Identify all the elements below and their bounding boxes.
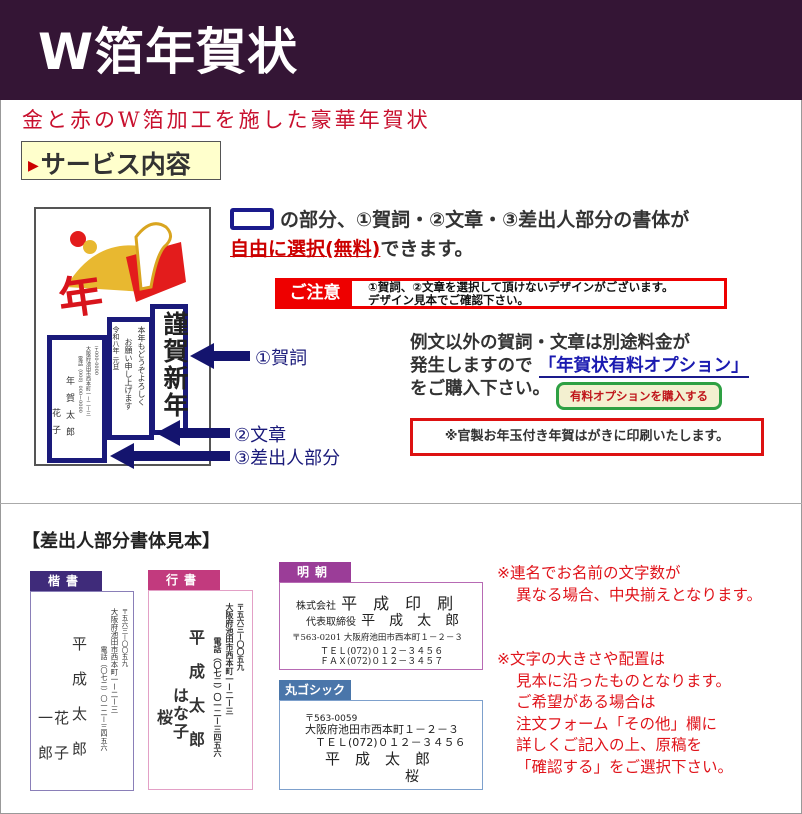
kaisho-sample: 〒五六三ー〇〇五九 大阪府池田市西本町一ー二ー三 電話（〇七二）〇一二ー三四五六…	[30, 591, 134, 791]
sample-phone: 電話（〇七二）〇一二ー三四五六	[213, 637, 223, 757]
sample-name: 桜	[154, 709, 173, 725]
samples-heading: 【差出人部分書体見本】	[22, 531, 220, 552]
free-select-link: 自由に選択(無料)	[230, 238, 381, 260]
label-greeting: ①賀詞	[255, 348, 308, 369]
sender-name: 年賀太郎	[64, 376, 74, 444]
tab-maru-gothic: 丸ゴシック	[279, 680, 351, 701]
sample-address: 大阪府池田市西本町一ー二ー三	[110, 608, 119, 713]
arrow-message-icon	[156, 420, 230, 446]
sample-address: 大阪府池田市西本町一ー二ー三	[225, 603, 235, 715]
note-layout: ※文字の大きさや配置は 見本に沿ったものとなります。 ご希望がある場合は 注文フ…	[497, 649, 733, 778]
option-text: 例文以外の賀詞・文章は別途料金が 発生しますので 「年賀状有料オプション」 をご…	[410, 332, 749, 401]
tab-gyosho: 行書	[148, 570, 220, 591]
sample-address: 〒563-0201 大阪府池田市西本町１－２－３	[292, 633, 463, 643]
note-line: ※連名でお名前の文字数が	[497, 564, 681, 582]
sender-phone: 電話（000）000ー0000	[77, 356, 83, 413]
greeting-text: 謹賀新年	[160, 311, 189, 419]
arrow-greeting-icon	[190, 343, 250, 369]
company-name: 平 成 印 刷	[341, 594, 454, 613]
sample-address: 大阪府池田市西本町１－２－３	[305, 723, 459, 736]
note-line: ※文字の大きさや配置は	[497, 650, 665, 668]
buy-option-button[interactable]: 有料オプションを購入する	[556, 382, 722, 410]
message-box: 本年もどうぞよろしく お願い申し上げます 令和八年 元旦	[107, 317, 154, 440]
mincho-sample: 株式会社 平 成 印 刷 代表取締役 平 成 太 郎 〒563-0201 大阪府…	[279, 582, 483, 670]
paid-option-link[interactable]: 「年賀状有料オプション」	[538, 356, 749, 378]
sender-box: 〒000-0000 大阪府池田市西本町一ー二ー三 電話（000）000ー0000…	[47, 335, 107, 463]
sample-name: 平 成 太 郎	[325, 750, 431, 768]
message-date: 令和八年 元旦	[112, 326, 120, 371]
sample-name: 一郎	[36, 710, 54, 780]
note-joint-names: ※連名でお名前の文字数が 異なる場合、中央揃えとなります。	[497, 563, 762, 606]
blue-box-icon	[230, 208, 274, 230]
label-sender: ③差出人部分	[234, 448, 341, 469]
message-line: 本年もどうぞよろしく	[137, 326, 146, 406]
sender-name: 花子	[50, 408, 60, 442]
title-prefix: 代表取締役	[306, 617, 356, 628]
option-line: をご購入下さい。	[410, 379, 550, 399]
subtitle: 金と赤のW箔加工を施した豪華年賀状	[22, 108, 431, 132]
service-heading-label: サービス内容	[40, 150, 191, 179]
label-message: ②文章	[234, 425, 287, 446]
option-line: 発生しますので	[410, 356, 533, 376]
notice-label: ご注意	[278, 281, 352, 306]
nenga-char: 年	[55, 269, 106, 326]
sample-tel: ＴＥＬ(072)０１２－３４５６	[320, 647, 444, 657]
sample-name: 平成太郎	[186, 629, 205, 765]
sample-name: 桜	[405, 769, 419, 785]
triangle-icon: ▶	[28, 158, 39, 174]
sample-phone: 電話（〇七二）〇一二ー三四五六	[100, 646, 108, 751]
postcard-notice: ※官製お年玉付き年賀はがきに印刷いたします。	[410, 418, 764, 456]
sample-name: 平成太郎	[70, 636, 88, 776]
sender-address: 大阪府池田市西本町一ー二ー三	[85, 346, 91, 416]
notice-box: ご注意 ①賀詞、②文章を選択して頂けないデザインがございます。デザイン見本でご確…	[275, 278, 727, 309]
sample-zip: 〒五六三ー〇〇五九	[236, 603, 245, 671]
note-line: 注文フォーム「その他」欄に	[516, 714, 718, 733]
company-prefix: 株式会社	[296, 601, 336, 612]
notice-line: デザイン見本でご確認下さい。	[368, 293, 529, 307]
header-bar	[0, 0, 802, 100]
sample-name: 花子	[52, 710, 70, 780]
note-line: 詳しくご記入の上、原稿を	[516, 736, 703, 754]
sample-zip: 〒563-0059	[305, 714, 358, 724]
intro-line1: の部分、①賀詞・②文章・③差出人部分の書体が	[230, 205, 689, 232]
greeting-box: 謹賀新年	[150, 304, 189, 435]
horse-illustration	[66, 222, 186, 302]
maru-gothic-sample: 〒563-0059 大阪府池田市西本町１－２－３ ＴＥＬ(072)０１２－３４５…	[279, 700, 483, 790]
arrow-sender-icon	[110, 443, 230, 469]
sample-fax: ＦＡＸ(072)０１２－３４５７	[320, 657, 444, 667]
intro-line2: 自由に選択(無料)できます。	[230, 234, 473, 261]
note-line: 異なる場合、中央揃えとなります。	[516, 585, 762, 604]
section-divider	[0, 503, 802, 504]
intro-text: できます。	[380, 238, 474, 260]
sample-zip: 〒五六三ー〇〇五九	[120, 608, 128, 667]
message-line: お願い申し上げます	[124, 338, 133, 410]
sample-tel: ＴＥＬ(072)０１２－３４５６	[315, 736, 466, 749]
card-preview: 年 謹賀新年 本年もどうぞよろしく お願い申し上げます 令和八年 元旦 〒000…	[34, 207, 211, 466]
note-line: 「確認する」をご選択下さい。	[516, 757, 734, 776]
tab-mincho: 明朝	[279, 562, 351, 583]
page-title: W箔年賀状	[38, 23, 299, 81]
option-line: 例文以外の賀詞・文章は別途料金が	[410, 333, 690, 353]
notice-text: ①賀詞、②文章を選択して頂けないデザインがございます。デザイン見本でご確認下さい…	[368, 281, 673, 307]
gyosho-sample: 〒五六三ー〇〇五九 大阪府池田市西本町一ー二ー三 電話（〇七二）〇一二ー三四五六…	[148, 590, 253, 790]
service-heading: ▶サービス内容	[21, 141, 221, 180]
note-line: 見本に沿ったものとなります。	[516, 671, 731, 690]
sample-name: 平 成 太 郎	[361, 613, 460, 629]
sample-name: はな子	[170, 687, 189, 741]
intro-text: の部分、①賀詞・②文章・③差出人部分の書体が	[280, 209, 690, 231]
tab-kaisho: 楷書	[30, 571, 102, 592]
sender-zip: 〒000-0000	[93, 346, 99, 375]
notice-line: ①賀詞、②文章を選択して頂けないデザインがございます。	[368, 280, 674, 294]
note-line: ご希望がある場合は	[516, 693, 656, 711]
